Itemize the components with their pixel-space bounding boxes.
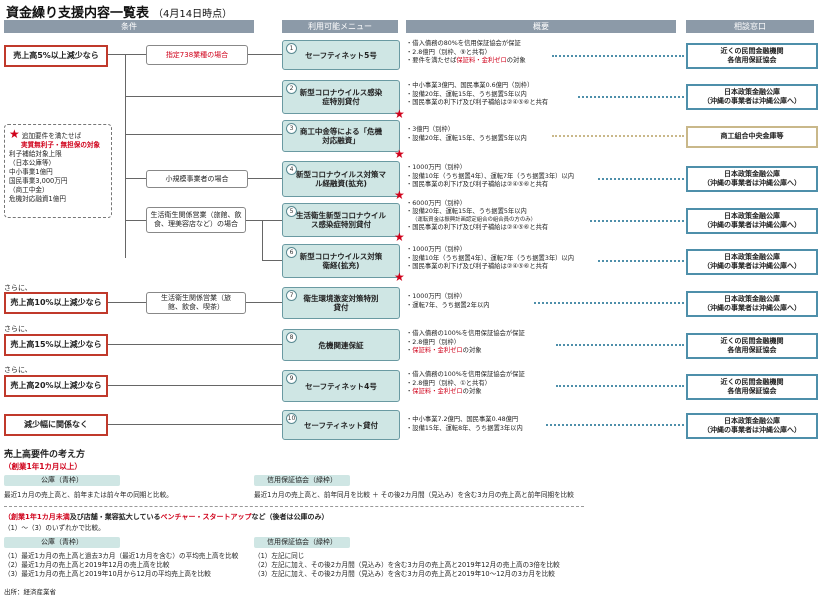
connector	[125, 178, 146, 179]
overview-1: ・借入債務の80%を信用保証協会が保証・2.8億円（別枠、⑨と共有） ・要件を満…	[406, 40, 526, 65]
subcondition-small-business: 小規模事業者の場合	[146, 170, 248, 188]
condition-prefix: さらに、	[4, 325, 32, 333]
section-heading: 売上高要件の考え方	[4, 450, 86, 460]
section-subheading: （創業1年1カ月以上）	[4, 462, 82, 471]
public-header: 公庫（青枠）	[4, 475, 120, 486]
condition-20pct: 売上高20%以上減少なら	[4, 375, 108, 397]
condition-10pct: 売上高10%以上減少なら	[4, 292, 108, 314]
note-box: ★ 追加要件を満たせば 実質無利子・無担保の対象 利子補給対象上限 （日本公庫等…	[4, 124, 112, 218]
star-icon: ★	[394, 107, 405, 121]
star-icon: ★	[394, 230, 405, 244]
connector	[246, 54, 282, 55]
header-contact: 相談窓口	[686, 20, 814, 33]
connector	[246, 220, 282, 221]
overview-4: ・1000万円（別枠）・設備10年（うち据置4年）、運転7年（うち据置3年）以内…	[406, 164, 575, 189]
leader-line	[552, 135, 684, 137]
leader-line	[598, 260, 684, 262]
star-icon: ★	[9, 127, 20, 141]
condition-any: 減少幅に関係なく	[4, 414, 108, 436]
star-icon: ★	[394, 270, 405, 284]
header-menu: 利用可能メニュー	[282, 20, 398, 33]
condition-5pct: 売上高5%以上減少なら	[4, 45, 108, 67]
source-note: 出所：経済産業省	[4, 588, 56, 596]
connector	[246, 302, 282, 303]
section-subheading-2: （創業1年1カ月未満及び店舗・業容拡大しているベンチャー・スタートアップなど（後…	[4, 513, 329, 521]
contact-3: 商工組合中央金庫等	[686, 126, 818, 148]
compare-instruction: （1）〜（3）のいずれかで比較。	[4, 524, 105, 532]
star-icon: ★	[394, 188, 405, 202]
connector	[108, 54, 146, 55]
connector	[108, 344, 282, 345]
connector	[262, 220, 263, 260]
connector	[262, 260, 282, 261]
public-header-2: 公庫（青枠）	[4, 537, 120, 548]
credit-header-2: 信用保証協会（緑枠）	[254, 537, 350, 548]
leader-line	[590, 220, 684, 222]
contact-5: 日本政策金融公庫 （沖縄の事業者は沖縄公庫へ）	[686, 208, 818, 234]
contact-2: 日本政策金融公庫 （沖縄の事業者は沖縄公庫へ）	[686, 84, 818, 110]
leader-line	[578, 96, 684, 98]
overview-10: ・中小事業7.2億円、国民事業0.48億円・設備15年、運転8年、うち据置3年以…	[406, 416, 523, 432]
star-icon: ★	[394, 147, 405, 161]
connector	[108, 424, 282, 425]
overview-5: ・6000万円（別枠）・設備20年、運転15年、うち据置5年以内（運転資金は振興…	[406, 200, 549, 231]
connector	[125, 96, 282, 97]
connector	[125, 54, 126, 258]
subcondition-hygiene-2: 生活衛生関係営業（旅館、飲食、喫茶）	[146, 292, 246, 314]
leader-line	[546, 424, 684, 426]
contact-10: 日本政策金融公庫 （沖縄の事業者は沖縄公庫へ）	[686, 413, 818, 439]
public-text: 最近1カ月の売上高と、前年または前々年の同期と比較。	[4, 491, 173, 499]
contact-8: 近くの民間金融機関 各信用保証協会	[686, 333, 818, 359]
connector	[125, 134, 282, 135]
overview-9: ・借入債務の100%を信用保証協会が保証・2.8億円（別枠、①と共有） ・保証料…	[406, 371, 525, 396]
leader-line	[598, 178, 684, 180]
leader-line	[556, 344, 684, 346]
divider	[4, 506, 584, 507]
contact-9: 近くの民間金融機関 各信用保証協会	[686, 374, 818, 400]
connector	[125, 220, 146, 221]
credit-text: 最近1カ月の売上高と、前年同月を比較 ＋ その後2カ月間（見込み）を含む3カ月の…	[254, 491, 574, 499]
overview-6: ・1000万円（別枠）・設備10年（うち据置4年）、運転7年（うち据置3年）以内…	[406, 246, 575, 271]
header-overview: 概要	[406, 20, 676, 33]
leader-line	[534, 302, 684, 304]
overview-2: ・中小事業3億円、国民事業0.6億円（別枠）・設備20年、運転15年、うち据置5…	[406, 82, 549, 107]
public-list: （1）最近1カ月の売上高と過去3カ月（最近1カ月を含む）の平均売上高を比較（2）…	[4, 552, 239, 578]
overview-8: ・借入債務の100%を信用保証協会が保証・2.8億円（別枠） ・保証料・金利ゼロ…	[406, 330, 525, 355]
credit-list: （1）左記に同じ（2）左記に加え、その後2カ月間（見込み）を含む3カ月の売上高と…	[254, 552, 560, 578]
contact-1: 近くの民間金融機関 各信用保証協会	[686, 43, 818, 69]
header-conditions: 条件	[4, 20, 254, 33]
page-title: 資金繰り支援内容一覧表（4月14日時点）	[6, 6, 233, 21]
contact-4: 日本政策金融公庫 （沖縄の事業者は沖縄公庫へ）	[686, 166, 818, 192]
connector	[108, 302, 146, 303]
connector	[246, 178, 282, 179]
subcondition-738: 指定738業種の場合	[146, 45, 248, 65]
credit-header: 信用保証協会（緑枠）	[254, 475, 350, 486]
overview-3: ・3億円（別枠）・設備20年、運転15年、うち据置5年以内	[406, 126, 527, 142]
condition-15pct: 売上高15%以上減少なら	[4, 334, 108, 356]
contact-6: 日本政策金融公庫 （沖縄の事業者は沖縄公庫へ）	[686, 249, 818, 275]
leader-line	[552, 55, 684, 57]
contact-7: 日本政策金融公庫 （沖縄の事業者は沖縄公庫へ）	[686, 291, 818, 317]
subcondition-hygiene: 生活衛生関係営業（旅館、飲食、理美容店など）の場合	[146, 207, 246, 233]
condition-prefix: さらに、	[4, 284, 32, 292]
leader-line	[556, 385, 684, 387]
connector	[108, 385, 282, 386]
overview-7: ・1000万円（別枠）・運転7年、うち据置2年以内	[406, 293, 490, 309]
condition-prefix: さらに、	[4, 366, 32, 374]
